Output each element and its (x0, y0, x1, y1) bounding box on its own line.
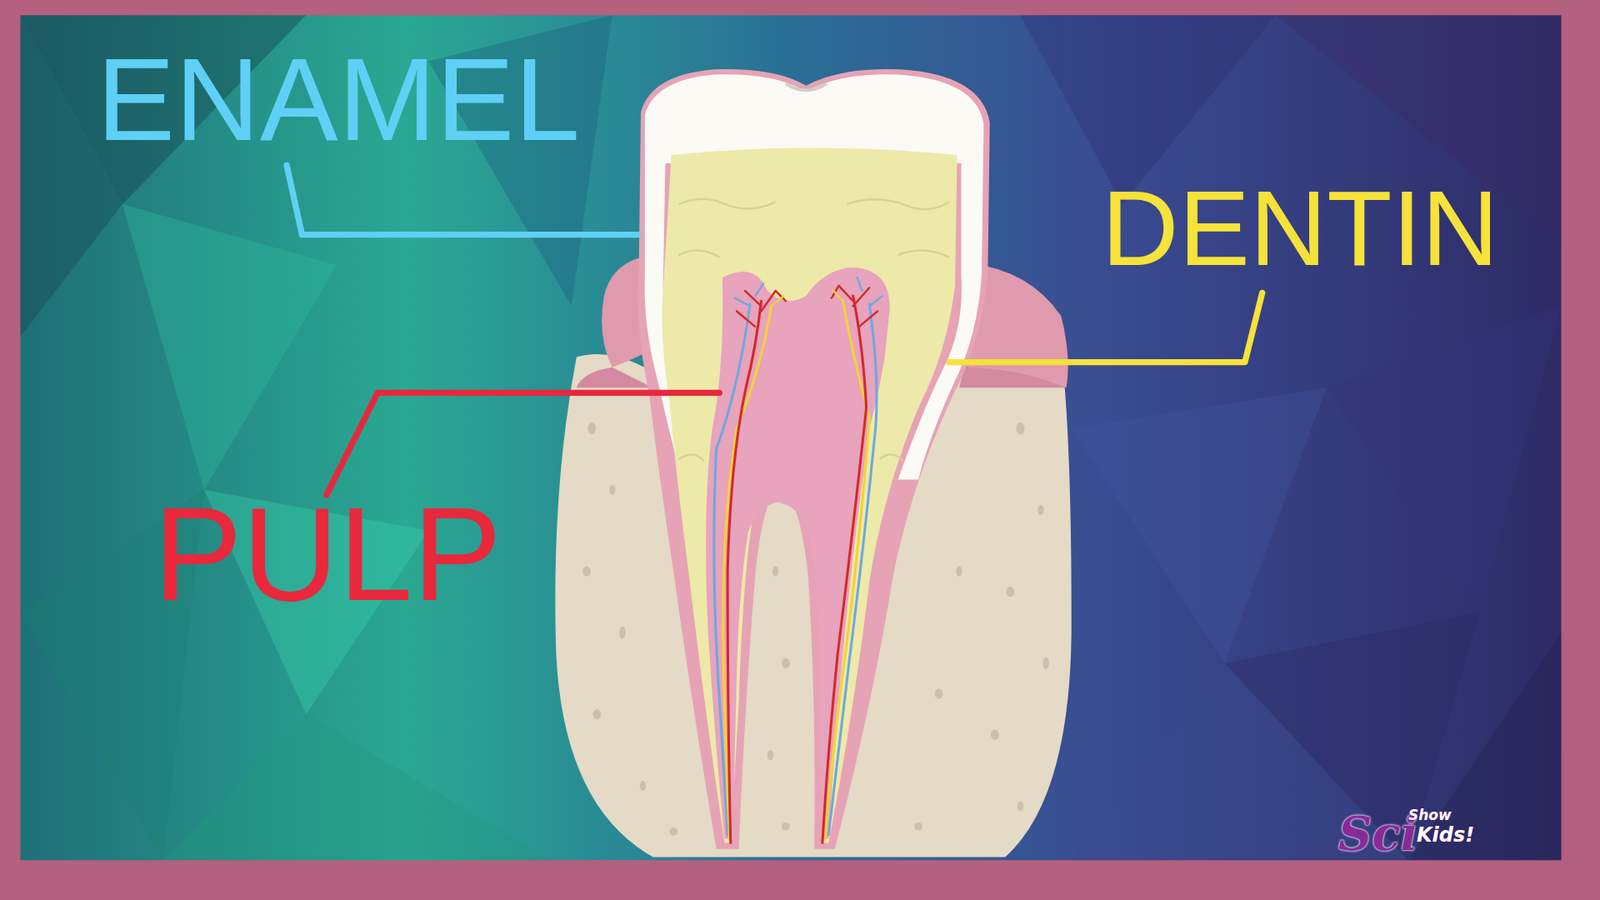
dentin-leader (949, 292, 1263, 362)
part-label: PULP (153, 487, 502, 621)
part-label: ENAMEL (96, 40, 580, 159)
enamel-groove (785, 83, 827, 90)
facets (20, 15, 1561, 860)
dentin (662, 148, 958, 844)
panel (20, 15, 1561, 860)
tooth-root-layer (637, 69, 990, 850)
enamel-leader (286, 165, 638, 235)
pulp-leader (326, 392, 720, 495)
logo-watermark: Show (1408, 808, 1452, 823)
part-label: DENTIN (1101, 175, 1499, 282)
nerves (714, 277, 883, 843)
logo-watermark: Sci (1338, 810, 1419, 857)
logo-watermark: Kids! (1416, 825, 1475, 845)
